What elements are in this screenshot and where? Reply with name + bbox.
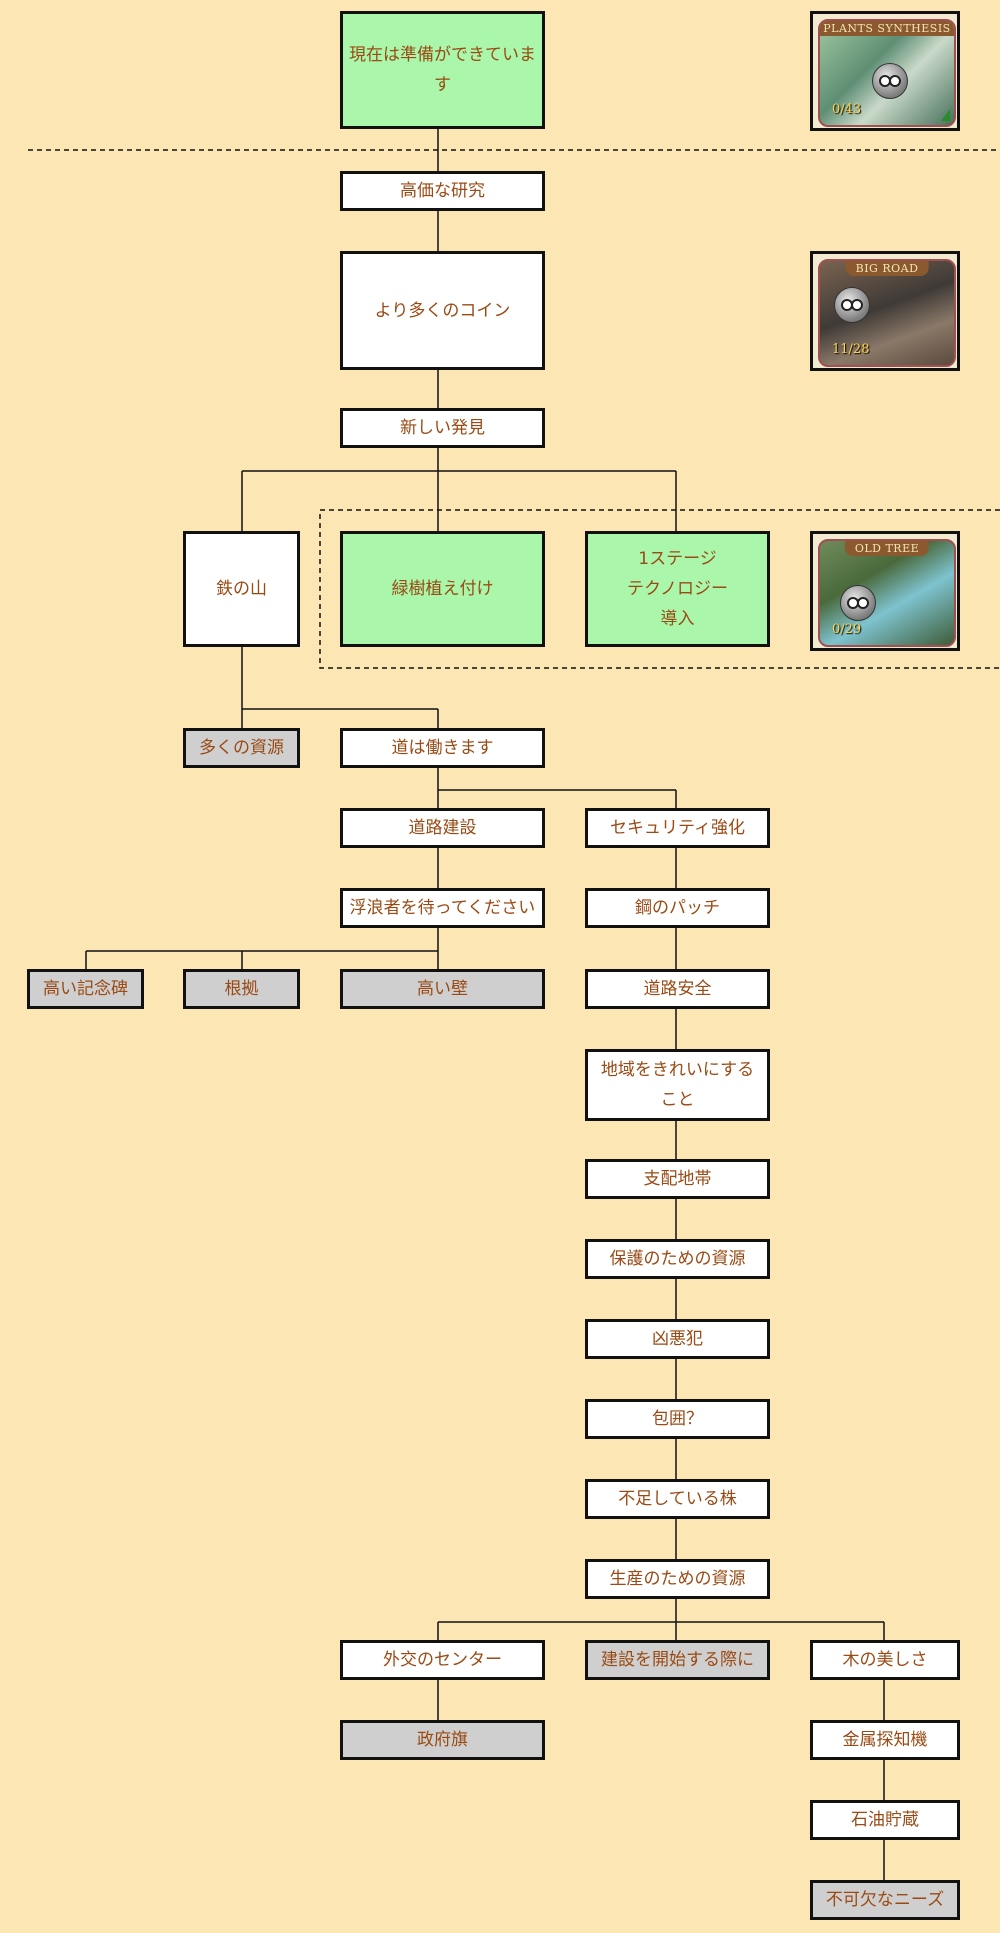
old-tree-progress: 0/29: [832, 622, 862, 637]
node-security-boost[interactable]: セキュリティ強化: [585, 808, 770, 848]
node-oil-storage[interactable]: 石油貯蔵: [810, 1800, 960, 1840]
big-road-quest-image: BIG ROAD 11/28: [810, 251, 960, 371]
node-government-flag[interactable]: 政府旗: [340, 1720, 545, 1760]
node-missing-stake[interactable]: 不足している株: [585, 1479, 770, 1519]
node-more-coins[interactable]: より多くのコイン: [340, 251, 545, 370]
node-clean-area[interactable]: 地域をきれいにする こと: [585, 1049, 770, 1121]
node-road-safety[interactable]: 道路安全: [585, 969, 770, 1009]
node-felon[interactable]: 凶悪犯: [585, 1319, 770, 1359]
node-steel-patch[interactable]: 鋼のパッチ: [585, 888, 770, 928]
plants-synthesis-progress: 0/43: [832, 102, 862, 117]
old-tree-quest-image: OLD TREE 0/29: [810, 531, 960, 651]
old-tree-title: OLD TREE: [844, 541, 930, 556]
node-ready-now[interactable]: 現在は準備ができています: [340, 11, 545, 129]
node-evergreen-planting[interactable]: 緑樹植え付け: [340, 531, 545, 647]
node-metal-detector[interactable]: 金属探知機: [810, 1720, 960, 1760]
node-control-zone[interactable]: 支配地帯: [585, 1159, 770, 1199]
node-essential-needs[interactable]: 不可欠なニーズ: [810, 1880, 960, 1920]
node-many-resources[interactable]: 多くの資源: [183, 728, 300, 768]
node-iron-mountain[interactable]: 鉄の山: [183, 531, 300, 647]
node-production-resources[interactable]: 生産のための資源: [585, 1559, 770, 1599]
node-expensive-research[interactable]: 高価な研究: [340, 171, 545, 211]
node-wait-vagrant[interactable]: 浮浪者を待ってください: [340, 888, 545, 928]
node-protection-resources[interactable]: 保護のための資源: [585, 1239, 770, 1279]
node-road-construction[interactable]: 道路建設: [340, 808, 545, 848]
node-tall-monument[interactable]: 高い記念碑: [27, 969, 144, 1009]
big-road-title: BIG ROAD: [845, 261, 929, 276]
node-high-wall[interactable]: 高い壁: [340, 969, 545, 1009]
node-siege[interactable]: 包囲？: [585, 1399, 770, 1439]
arrow-icon: [941, 109, 950, 121]
node-tree-beauty[interactable]: 木の美しさ: [810, 1640, 960, 1680]
node-start-building[interactable]: 建設を開始する際に: [585, 1640, 770, 1680]
node-stage1-tech[interactable]: 1ステージ テクノロジー 導入: [585, 531, 770, 647]
node-diplomacy-center[interactable]: 外交のセンター: [340, 1640, 545, 1680]
robot-icon: [834, 287, 870, 323]
robot-icon: [840, 585, 876, 621]
plants-synthesis-title: PLANTS SYNTHESIS: [820, 21, 954, 36]
plants-synthesis-quest-image: PLANTS SYNTHESIS 0/43: [810, 11, 960, 131]
robot-icon: [872, 63, 908, 99]
node-evidence[interactable]: 根拠: [183, 969, 300, 1009]
big-road-progress: 11/28: [832, 342, 870, 357]
node-new-discovery[interactable]: 新しい発見: [340, 408, 545, 448]
node-road-works[interactable]: 道は働きます: [340, 728, 545, 768]
